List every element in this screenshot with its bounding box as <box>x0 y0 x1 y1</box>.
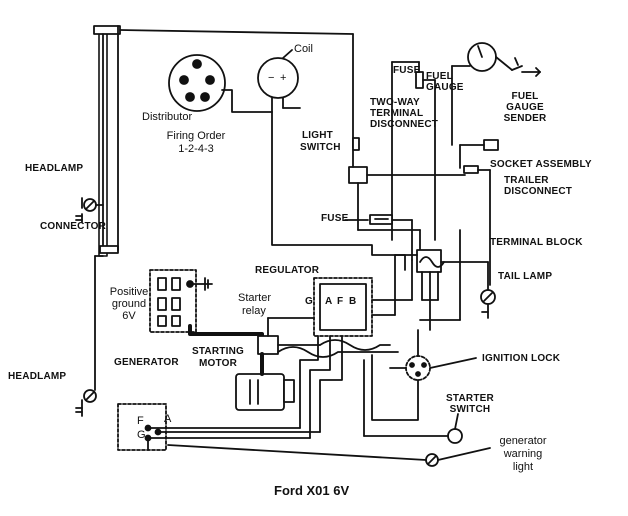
light-switch-label-1: LIGHT <box>302 130 333 141</box>
fuse-top-label: FUSE <box>393 65 421 76</box>
warning-light-icon <box>167 444 491 467</box>
starting-motor-label-2: MOTOR <box>199 358 238 369</box>
generator-icon <box>117 403 321 451</box>
warning-light-label-3: light <box>512 461 534 473</box>
fuse-mid-label: FUSE <box>321 213 349 224</box>
headlamp-top-icon <box>75 197 104 223</box>
coil-to-ignition-wire <box>271 111 406 271</box>
starter-relay-icon <box>257 317 399 358</box>
light-switch-icon <box>348 137 466 256</box>
tail-lamp-icon <box>480 289 496 319</box>
tail-lamp-label: TAIL LAMP <box>498 271 553 282</box>
fuel-gauge-label-2: GAUGE <box>426 82 464 93</box>
starter-relay-label-1: Starter <box>238 292 272 304</box>
connector-label: CONNECTOR <box>40 221 107 232</box>
fuel-gauge-label-1: FUEL <box>426 71 453 82</box>
terminal-block-label: TERMINAL BLOCK <box>490 237 583 248</box>
generator-harness <box>299 335 343 439</box>
diagram-title: Ford X01 6V <box>274 483 350 498</box>
warning-light-label-1: generator <box>499 435 547 447</box>
starter-switch-icon <box>363 359 463 444</box>
regulator-terminal-f: F <box>337 296 344 307</box>
battery-cable <box>188 324 264 347</box>
generator-terminal-g: G <box>137 429 146 441</box>
socket-assembly-label: SOCKET ASSEMBLY <box>490 159 592 170</box>
generator-label: GENERATOR <box>114 357 179 368</box>
distributor-label: Distributor <box>142 111 193 123</box>
two-way-label-1: TWO-WAY <box>370 97 420 108</box>
starting-motor-label-1: STARTING <box>192 346 244 357</box>
starter-switch-label-1: STARTER <box>446 393 494 404</box>
two-way-label-3: DISCONNECT <box>370 119 439 130</box>
regulator-label: REGULATOR <box>255 265 320 276</box>
positive-ground-label-1: Positive <box>109 286 149 298</box>
coil-label: Coil <box>294 43 313 55</box>
starter-relay-label-2: relay <box>242 305 266 317</box>
ignition-lock-label: IGNITION LOCK <box>482 353 561 364</box>
svg-text:−: − <box>268 72 274 84</box>
starter-switch-label-2: SWITCH <box>449 404 491 415</box>
positive-ground-label-2: ground <box>111 298 147 310</box>
fuel-sender-label-3: SENDER <box>503 113 547 124</box>
starting-motor-icon <box>235 352 295 411</box>
warning-light-label-2: warning <box>503 448 543 460</box>
socket-assembly-icon <box>459 139 499 286</box>
ignition-lock-icon <box>371 329 477 421</box>
regulator-terminal-a: A <box>325 296 333 307</box>
terminal-block-icon <box>416 229 489 331</box>
regulator-terminal-b: B <box>349 296 357 307</box>
regulator-terminal-g: G <box>305 296 313 307</box>
coil-to-distributor-wire <box>221 89 273 113</box>
fuel-sender-label-2: GAUGE <box>506 102 544 113</box>
headlamp-top-label: HEADLAMP <box>25 163 84 174</box>
light-switch-label-2: SWITCH <box>300 142 341 153</box>
two-way-label-2: TERMINAL <box>370 108 424 119</box>
headlamp-bottom-icon <box>75 255 104 417</box>
coil-icon: − + <box>257 49 301 113</box>
firing-order-value: 1-2-4-3 <box>178 143 214 155</box>
fuel-sender-label-1: FUEL <box>511 91 539 102</box>
battery-icon <box>149 269 213 333</box>
trailer-label-2: DISCONNECT <box>504 186 573 197</box>
top-wire <box>119 29 354 149</box>
firing-order-label: Firing Order <box>166 130 226 142</box>
svg-text:+: + <box>280 72 286 84</box>
generator-terminal-f: F <box>137 415 144 427</box>
connector-bar <box>93 25 121 257</box>
connector-bottom <box>99 25 119 254</box>
fuse-mid-icon <box>344 214 413 261</box>
fuel-gauge-icon <box>391 42 541 241</box>
regulator-icon <box>313 254 418 337</box>
trailer-label-1: TRAILER <box>504 175 549 186</box>
generator-terminal-a: A <box>164 413 172 425</box>
positive-ground-label-3: 6V <box>122 310 136 322</box>
headlamp-bottom-label: HEADLAMP <box>8 371 67 382</box>
distributor-icon <box>168 54 226 112</box>
